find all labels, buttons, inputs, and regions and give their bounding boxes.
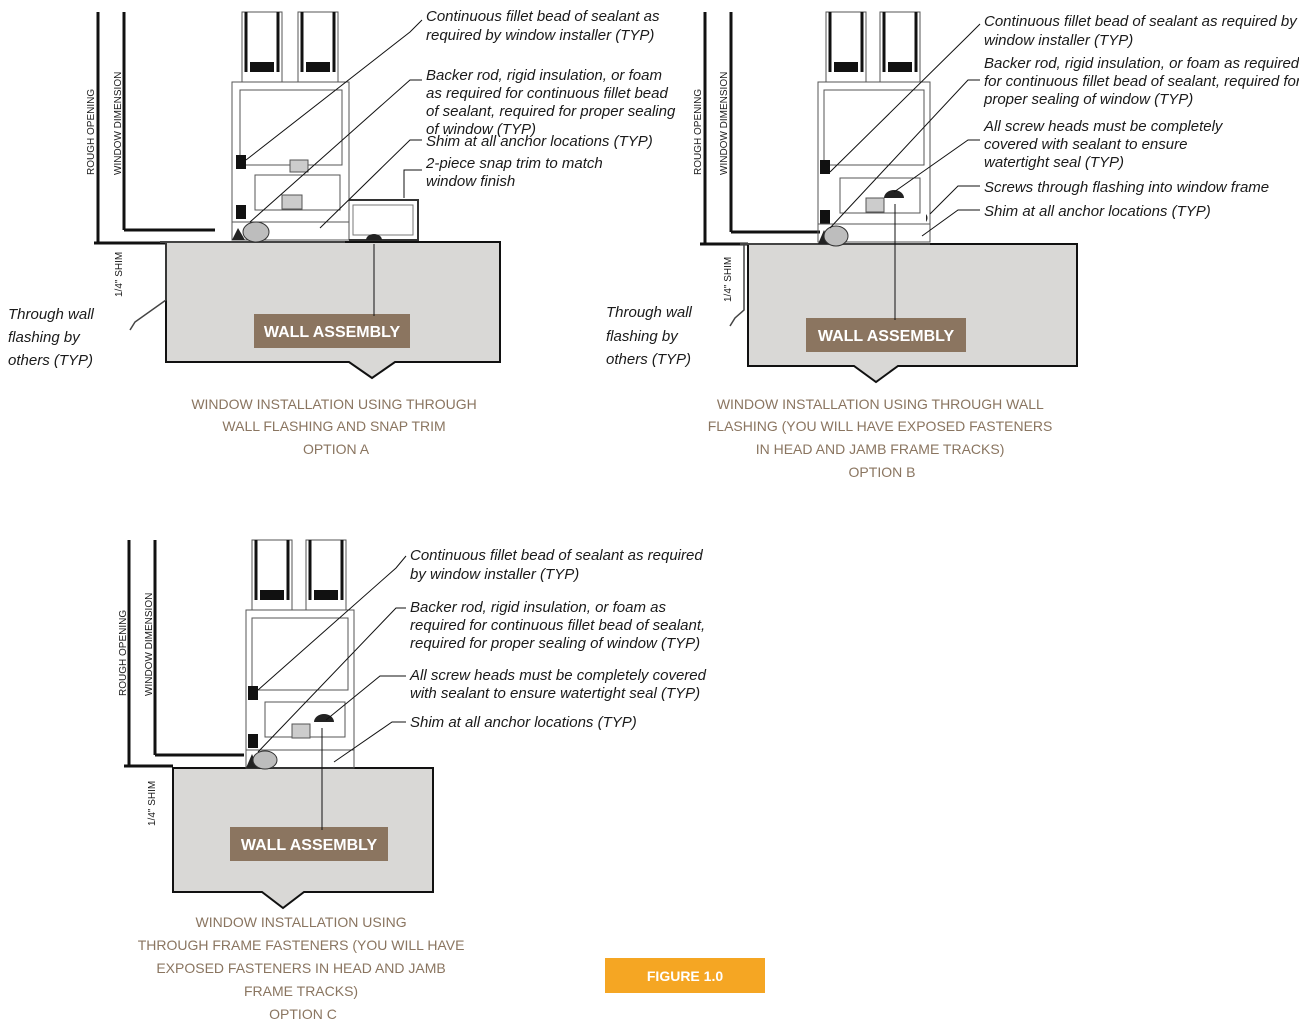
caption-c-4: FRAME TRACKS) bbox=[244, 983, 358, 999]
caption-b-3: IN HEAD AND JAMB FRAME TRACKS) bbox=[756, 441, 1005, 457]
through-wall-flashing-b bbox=[729, 244, 745, 327]
flashing-note-b: Through wall flashing by others (TYP) bbox=[606, 304, 696, 368]
flashing-b-3: others (TYP) bbox=[606, 351, 691, 368]
flashing-a-3: others (TYP) bbox=[8, 352, 93, 369]
note-b-screw-3: watertight seal (TYP) bbox=[984, 154, 1124, 171]
wall-assembly-label-b: WALL ASSEMBLY bbox=[818, 328, 955, 345]
note-a-sealant-1: Continuous fillet bead of sealant as bbox=[426, 8, 660, 25]
note-a-trim-1: 2-piece snap trim to match bbox=[425, 155, 603, 172]
note-c-sealant-2: by window installer (TYP) bbox=[410, 566, 579, 583]
flashing-a-2: flashing by bbox=[8, 329, 81, 346]
note-b-sealant-2: window installer (TYP) bbox=[984, 32, 1133, 49]
sealant-bead bbox=[232, 228, 245, 240]
leader-sealant bbox=[245, 19, 423, 161]
caption-c-3: EXPOSED FASTENERS IN HEAD AND JAMB bbox=[156, 960, 445, 976]
wall-assembly-label-c: WALL ASSEMBLY bbox=[241, 837, 378, 854]
wall-assembly-label: WALL ASSEMBLY bbox=[264, 324, 401, 341]
note-b-screw-2: covered with sealant to ensure bbox=[984, 136, 1187, 153]
note-c-screw-2: with sealant to ensure watertight seal (… bbox=[410, 685, 700, 702]
flashing-b-1: Through wall bbox=[606, 304, 693, 321]
window-frame-b bbox=[817, 11, 931, 243]
note-c-sealant-1: Continuous fillet bead of sealant as req… bbox=[410, 547, 703, 564]
window-frame-c bbox=[245, 539, 355, 769]
caption-b-1: WINDOW INSTALLATION USING THROUGH WALL bbox=[717, 396, 1044, 412]
caption-a-2: WALL FLASHING AND SNAP TRIM bbox=[222, 418, 445, 434]
leader-backer-rod bbox=[249, 79, 422, 223]
detail-b: ROUGH OPENING WINDOW DIMENSION 1/4" SHIM… bbox=[606, 11, 1299, 480]
rough-opening-label-c: ROUGH OPENING bbox=[118, 610, 129, 696]
wall-assembly-b bbox=[747, 243, 1078, 384]
caption-b-4: OPTION B bbox=[849, 464, 916, 480]
backer-rod-b bbox=[823, 225, 849, 247]
caption-c: WINDOW INSTALLATION USING THROUGH FRAME … bbox=[138, 914, 469, 1022]
shim-dim-label: 1/4" SHIM bbox=[114, 252, 125, 297]
shim-dim-label-b: 1/4" SHIM bbox=[723, 257, 734, 302]
note-a-backer-3: of sealant, required for proper sealing bbox=[426, 103, 676, 120]
caption-b-2: FLASHING (YOU WILL HAVE EXPOSED FASTENER… bbox=[708, 418, 1053, 434]
caption-c-5: OPTION C bbox=[269, 1006, 337, 1022]
leader-snap-trim bbox=[403, 169, 422, 198]
backer-rod bbox=[242, 221, 270, 243]
wall-assembly bbox=[165, 241, 501, 380]
figure-label: FIGURE 1.0 bbox=[647, 968, 723, 984]
backer-rod-c bbox=[252, 750, 278, 770]
shim-dim-label-c: 1/4" SHIM bbox=[147, 781, 158, 826]
note-c-backer-1: Backer rod, rigid insulation, or foam as bbox=[410, 599, 666, 616]
rough-opening-label: ROUGH OPENING bbox=[86, 89, 97, 175]
caption-b: WINDOW INSTALLATION USING THROUGH WALL F… bbox=[708, 396, 1057, 480]
notes-b: Continuous fillet bead of sealant as req… bbox=[983, 13, 1299, 220]
notes-c: Continuous fillet bead of sealant as req… bbox=[409, 547, 710, 731]
flashing-a-1: Through wall bbox=[8, 306, 95, 323]
note-b-sealant-1: Continuous fillet bead of sealant as req… bbox=[984, 13, 1298, 30]
note-c-backer-2: required for continuous fillet bead of s… bbox=[410, 617, 705, 634]
caption-a-1: WINDOW INSTALLATION USING THROUGH bbox=[191, 396, 476, 412]
note-b-backer-2: for continuous fillet bead of sealant, r… bbox=[984, 73, 1299, 90]
note-b-backer-3: proper sealing of window (TYP) bbox=[983, 91, 1193, 108]
window-dimension-label-b: WINDOW DIMENSION bbox=[719, 72, 730, 175]
note-group: Continuous fillet bead of sealant as req… bbox=[425, 8, 680, 190]
figure-label-box bbox=[605, 958, 765, 993]
note-a-trim-2: window finish bbox=[426, 173, 515, 190]
detail-a: ROUGH OPENING WINDOW DIMENSION 1/4" SHIM… bbox=[8, 8, 680, 457]
window-dimension-label-c: WINDOW DIMENSION bbox=[144, 593, 155, 696]
note-b-screw-1: All screw heads must be completely bbox=[983, 118, 1224, 135]
note-b-backer-1: Backer rod, rigid insulation, or foam as… bbox=[984, 55, 1299, 72]
note-b-shim: Shim at all anchor locations (TYP) bbox=[984, 203, 1211, 220]
note-a-shim: Shim at all anchor locations (TYP) bbox=[426, 133, 653, 150]
note-a-backer-2: as required for continuous fillet bead bbox=[426, 85, 668, 102]
snap-trim bbox=[349, 199, 419, 241]
note-c-backer-3: required for proper sealing of window (T… bbox=[410, 635, 700, 652]
detail-c: ROUGH OPENING WINDOW DIMENSION 1/4" SHIM… bbox=[118, 539, 710, 1022]
flashing-b-2: flashing by bbox=[606, 328, 679, 345]
flashing-note-a: Through wall flashing by others (TYP) bbox=[8, 306, 98, 369]
window-dimension-label: WINDOW DIMENSION bbox=[113, 72, 124, 175]
wall-assembly-label-box bbox=[254, 314, 410, 348]
note-a-backer-1: Backer rod, rigid insulation, or foam bbox=[426, 67, 662, 84]
note-c-screw-1: All screw heads must be completely cover… bbox=[409, 667, 707, 684]
caption-c-1: WINDOW INSTALLATION USING bbox=[196, 914, 407, 930]
screw-head-b bbox=[884, 190, 904, 198]
window-frame bbox=[231, 11, 350, 241]
rough-opening-label-b: ROUGH OPENING bbox=[693, 89, 704, 175]
caption-a: WINDOW INSTALLATION USING THROUGH WALL F… bbox=[191, 396, 480, 457]
note-c-shim: Shim at all anchor locations (TYP) bbox=[410, 714, 637, 731]
note-b-screws-through: Screws through flashing into window fram… bbox=[984, 179, 1269, 196]
note-a-backer-4: of window (TYP) bbox=[426, 121, 536, 138]
screw-head bbox=[366, 234, 382, 240]
caption-a-3: OPTION A bbox=[303, 441, 370, 457]
through-wall-flashing bbox=[129, 242, 167, 331]
note-a-sealant-2: required by window installer (TYP) bbox=[426, 27, 654, 44]
screw-head-c bbox=[314, 714, 334, 722]
leader-shim bbox=[319, 139, 422, 229]
caption-c-2: THROUGH FRAME FASTENERS (YOU WILL HAVE bbox=[138, 937, 465, 953]
